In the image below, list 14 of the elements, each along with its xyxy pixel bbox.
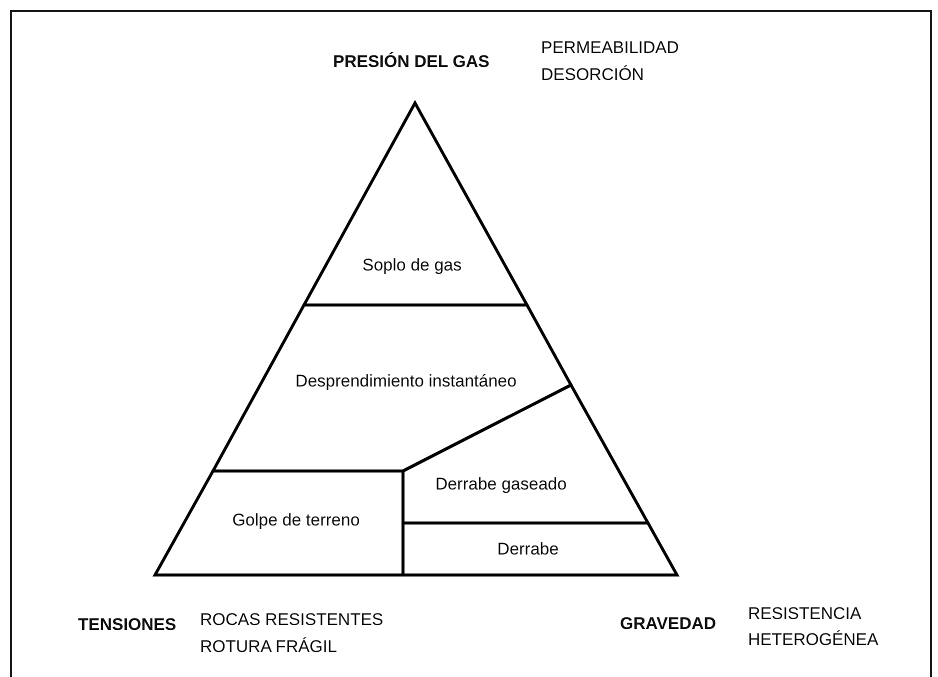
section-label: Soplo de gas xyxy=(362,254,462,276)
section-label: Derrabe xyxy=(497,538,559,560)
corner-heading: TENSIONES xyxy=(78,614,176,636)
corner-note: ROCAS RESISTENTES xyxy=(200,609,384,631)
corner-note: RESISTENCIA xyxy=(748,603,862,625)
corner-heading: PRESIÓN DEL GAS xyxy=(333,51,490,73)
corner-note: ROTURA FRÁGIL xyxy=(200,636,337,658)
section-label: Golpe de terreno xyxy=(232,509,360,532)
corner-note: PERMEABILIDAD xyxy=(541,37,679,59)
corner-note: DESORCIÓN xyxy=(541,64,644,86)
corner-heading: GRAVEDAD xyxy=(620,613,716,635)
section-label: Derrabe gaseado xyxy=(435,473,567,496)
corner-note: HETEROGÉNEA xyxy=(748,629,878,651)
section-label: Desprendimiento instantáneo xyxy=(295,370,517,392)
